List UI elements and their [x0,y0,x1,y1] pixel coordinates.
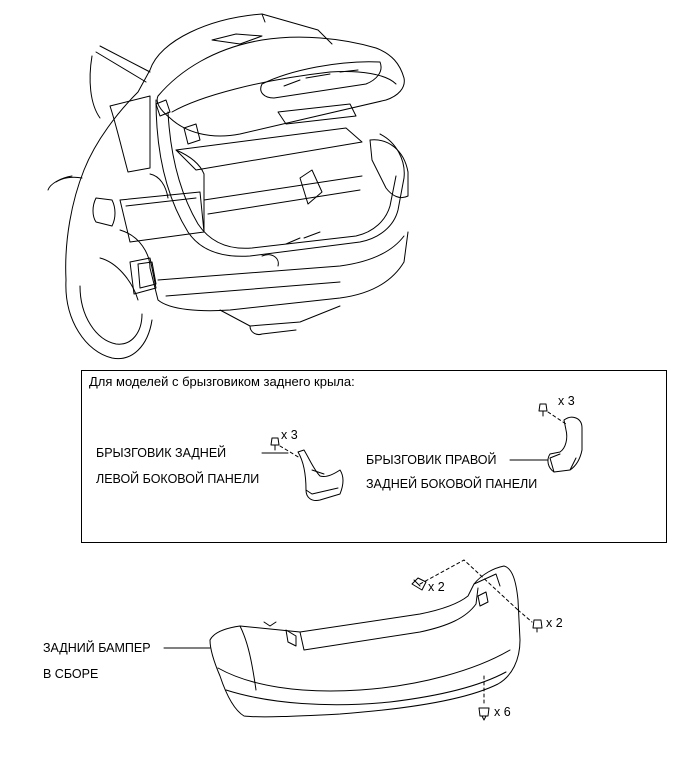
bumper-bottom-clip-count: x 6 [494,705,511,719]
bumper-side-screw [532,619,543,633]
bumper-bottom-clip [478,707,490,721]
bumper-label-line1: ЗАДНИЙ БАМПЕР [43,641,151,655]
left-mudguard-screw [270,437,301,459]
right-mudguard-label-line1: БРЫЗГОВИК ПРАВОЙ [366,453,497,467]
mudguard-inset-frame [81,370,667,543]
bumper-label-line2: В СБОРЕ [43,667,99,681]
right-mudguard [547,416,583,473]
inset-title: Для моделей с брызговиком заднего крыла: [89,374,355,389]
bumper-top-clip-leader [419,559,519,611]
bumper-top-clip [411,577,427,591]
left-mudguard [297,449,344,501]
right-mudguard-label-line2: ЗАДНЕЙ БОКОВОЙ ПАНЕЛИ [366,477,538,491]
left-mudguard-label-line2: ЛЕВОЙ БОКОВОЙ ПАНЕЛИ [96,472,260,486]
left-mudguard-label-line1: БРЫЗГОВИК ЗАДНЕЙ [96,446,227,460]
left-screw-count: x 3 [281,428,298,442]
rear-bumper-assembly [209,565,521,718]
bumper-top-clip-count: x 2 [428,580,445,594]
right-screw-count: x 3 [558,394,575,408]
bumper-side-screw-leader [517,609,533,623]
vehicle-rear-illustration [47,13,409,360]
right-mudguard-screw [538,403,567,425]
bumper-side-screw-count: x 2 [546,616,563,630]
